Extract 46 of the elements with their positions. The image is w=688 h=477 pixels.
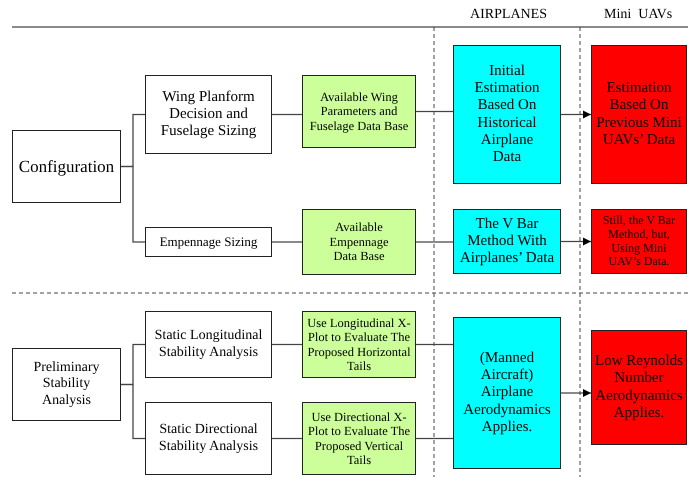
arrow [561,238,591,246]
process-box [145,75,272,154]
connector-line [121,166,145,243]
process-box [12,348,121,421]
data-box [302,402,416,475]
box-text: Available Wing Parameters and Fuselage Data Base [308,90,410,134]
connector-line [272,344,302,346]
box-text: Low Reynolds Number Aerodynamics Applies. [594,353,684,422]
box-text: Available Empennage Data Base [328,220,390,264]
column-heading: Mini UAVs [604,6,672,24]
box-text: Initial Estimation Based On Historical Airplane Data [474,62,540,166]
method-box [591,330,687,445]
method-box [591,209,687,274]
box-text: Wing Planform Decision and Fuselage Sizing [160,88,258,140]
box-text: Estimation Based On Previous Mini UAVs’ Data [596,80,682,149]
method-box [453,209,561,274]
arrow [561,389,591,397]
method-box [453,45,561,184]
method-box [453,317,561,469]
process-box [145,311,272,378]
column-heading: AIRPLANES [470,6,548,24]
connector-line [272,438,302,440]
box-text: Configuration [18,156,114,176]
connector-line [416,438,453,440]
box-text: Still, the V Bar Method, but, Using Mini UAV’s Data. [602,214,676,270]
process-box [145,402,272,475]
connector-line [416,110,453,112]
process-box [12,130,121,203]
box-text: Static Directional Stability Analysis [158,422,260,455]
box-text: Preliminary Stability Analysis [32,360,101,409]
data-box [302,75,416,148]
method-box [591,45,687,184]
connector-line [121,384,145,440]
box-text: Static Longitudinal Stability Analysis [154,328,264,361]
arrow [561,110,591,118]
connector-line [416,241,453,243]
box-text: Use Longitudinal X-Plot to Evaluate The Proposed Horizontal Tails [307,316,411,374]
data-box [302,209,416,275]
box-text: (Manned Aircraft) Airplane Aerodynamics Applies. [463,350,551,436]
connector-line [272,114,302,116]
box-text: Use Directional X-Plot to Evaluate The Proposed Vertical Tails [307,410,411,468]
box-text: The V Bar Method With Airplanes’ Data [458,216,556,268]
connector-line [416,344,453,346]
box-text: Empennage Sizing [160,234,258,250]
process-box [145,227,272,257]
connector-line [272,241,302,243]
